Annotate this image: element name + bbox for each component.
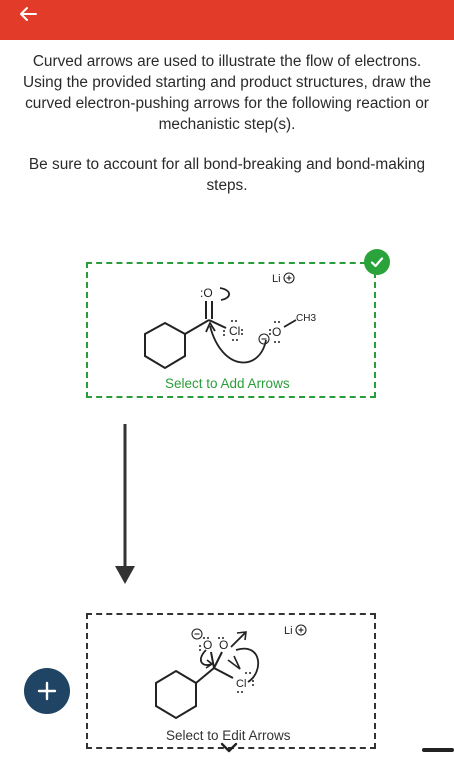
chloride-label: Cl (236, 678, 246, 690)
methoxide-oxygen-label: O (272, 325, 281, 339)
instructions-paragraph-2: Be sure to account for all bond-breaking… (28, 156, 426, 194)
plus-icon (37, 681, 57, 701)
methoxy-oxygen-label: O (219, 638, 228, 652)
curved-arrow-1 (219, 287, 231, 301)
curved-arrow-5 (235, 647, 260, 683)
positive-charge-icon (295, 624, 307, 636)
curved-arrow-4 (230, 631, 247, 648)
lithium-label: Li (272, 273, 281, 285)
carbonyl-oxygen-label: :O (200, 286, 213, 300)
instructions: Curved arrows are used to illustrate the… (18, 51, 436, 196)
instructions-paragraph-1: Curved arrows are used to illustrate the… (22, 53, 432, 133)
cyclohexane-ring (155, 669, 197, 720)
step1-label[interactable]: Select to Add Arrows (165, 376, 290, 391)
top-bar (0, 0, 454, 40)
add-button[interactable] (24, 668, 70, 714)
arrow-down-icon (115, 424, 135, 584)
step2-label[interactable]: Select to Edit Arrows (166, 728, 291, 743)
arrow-left-icon (20, 7, 37, 21)
oxide-oxygen-label: O (203, 638, 212, 652)
step1-drawing-area[interactable] (86, 262, 376, 398)
lithium-label: Li (284, 625, 293, 637)
curved-arrow-2 (209, 325, 267, 364)
methyl-label: CH3 (296, 313, 316, 324)
home-indicator (422, 748, 454, 752)
back-button[interactable] (10, 0, 46, 28)
chlorine-label: Cl (229, 324, 240, 338)
positive-charge-icon (283, 272, 295, 284)
check-circle-icon (364, 249, 390, 275)
chevron-down-icon[interactable] (219, 742, 239, 754)
